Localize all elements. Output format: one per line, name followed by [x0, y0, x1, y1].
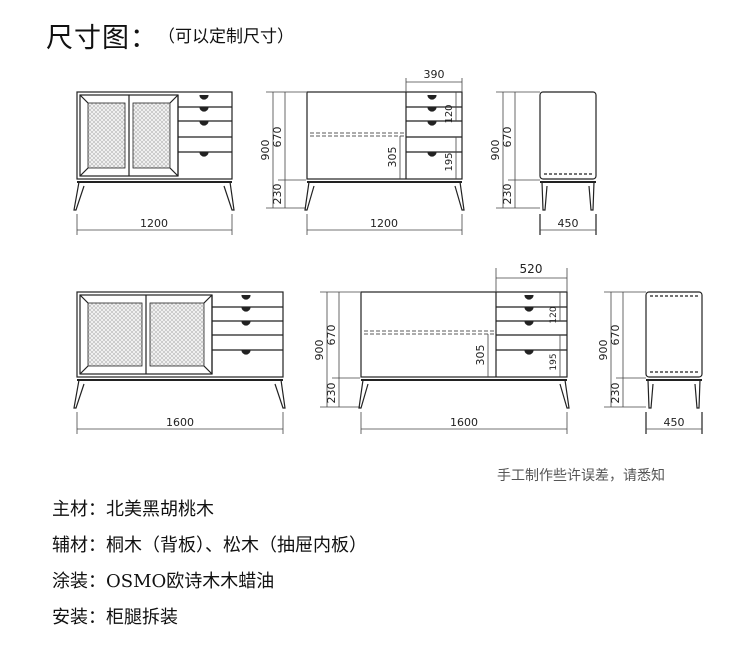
- bottom-drawer-label-1600: 195: [549, 353, 559, 370]
- height-dimension-row2: [320, 291, 360, 408]
- side-leg-height-label: 230: [501, 184, 514, 205]
- side-view-row2: [645, 291, 703, 434]
- side-view-row1: [539, 91, 597, 235]
- drawer-column-width-label-1600: 520: [520, 262, 543, 276]
- section-inner-dimensions-1200: [306, 78, 463, 235]
- side-body-height-label-row2: 670: [609, 325, 622, 346]
- front-width-label: 1200: [140, 217, 168, 230]
- height-dimension-row1: [266, 91, 306, 209]
- front-view-1200: [73, 91, 235, 211]
- shelf-height-label: 305: [386, 147, 399, 168]
- spec-main-material: 主材：北美黑胡桃木: [52, 499, 214, 520]
- top-drawer-label-1600: 120: [549, 306, 559, 323]
- title-note: （可以定制尺寸）: [158, 27, 294, 47]
- section-view-1200: [304, 91, 465, 211]
- bottom-drawer-label: 195: [444, 152, 455, 171]
- side-total-height-label: 900: [489, 140, 502, 161]
- spec-aux-material: 辅材：桐木（背板）、松木（抽屉内板）: [52, 535, 367, 556]
- height-dimension-side-row1: [496, 91, 540, 209]
- front-width-dimension-1600: [76, 412, 284, 434]
- front-width-dimension-1200: [76, 214, 233, 235]
- body-height-label: 670: [271, 127, 284, 148]
- front-width-label-1600: 1600: [166, 416, 194, 429]
- side-leg-height-label-row2: 230: [609, 383, 622, 404]
- section-width-label-1600: 1600: [450, 416, 478, 429]
- side-body-height-label: 670: [501, 127, 514, 148]
- leg-height-label: 230: [271, 184, 284, 205]
- section-width-label: 1200: [370, 217, 398, 230]
- page-title: 尺寸图：: [46, 23, 158, 54]
- total-height-label-row2: 900: [313, 340, 326, 361]
- height-dimension-side-row2: [604, 291, 646, 408]
- top-drawer-label: 120: [444, 104, 455, 123]
- side-total-height-label-row2: 900: [597, 340, 610, 361]
- disclaimer-text: 手工制作些许误差，请悉知: [497, 468, 665, 484]
- leg-height-label-row2: 230: [325, 383, 338, 404]
- section-inner-dimensions-1600: [360, 268, 568, 434]
- total-height-label: 900: [259, 140, 272, 161]
- spec-coating: 涂装：OSMO欧诗木木蜡油: [52, 571, 275, 592]
- body-height-label-row2: 670: [325, 325, 338, 346]
- shelf-height-label-1600: 305: [474, 345, 487, 366]
- drawer-column-width-label: 390: [424, 68, 445, 81]
- side-depth-label-row2: 450: [664, 416, 685, 429]
- spec-installation: 安装：柜腿拆装: [52, 607, 178, 628]
- front-view-1600: [73, 291, 286, 409]
- side-depth-label: 450: [558, 217, 579, 230]
- section-view-1600: [358, 291, 570, 409]
